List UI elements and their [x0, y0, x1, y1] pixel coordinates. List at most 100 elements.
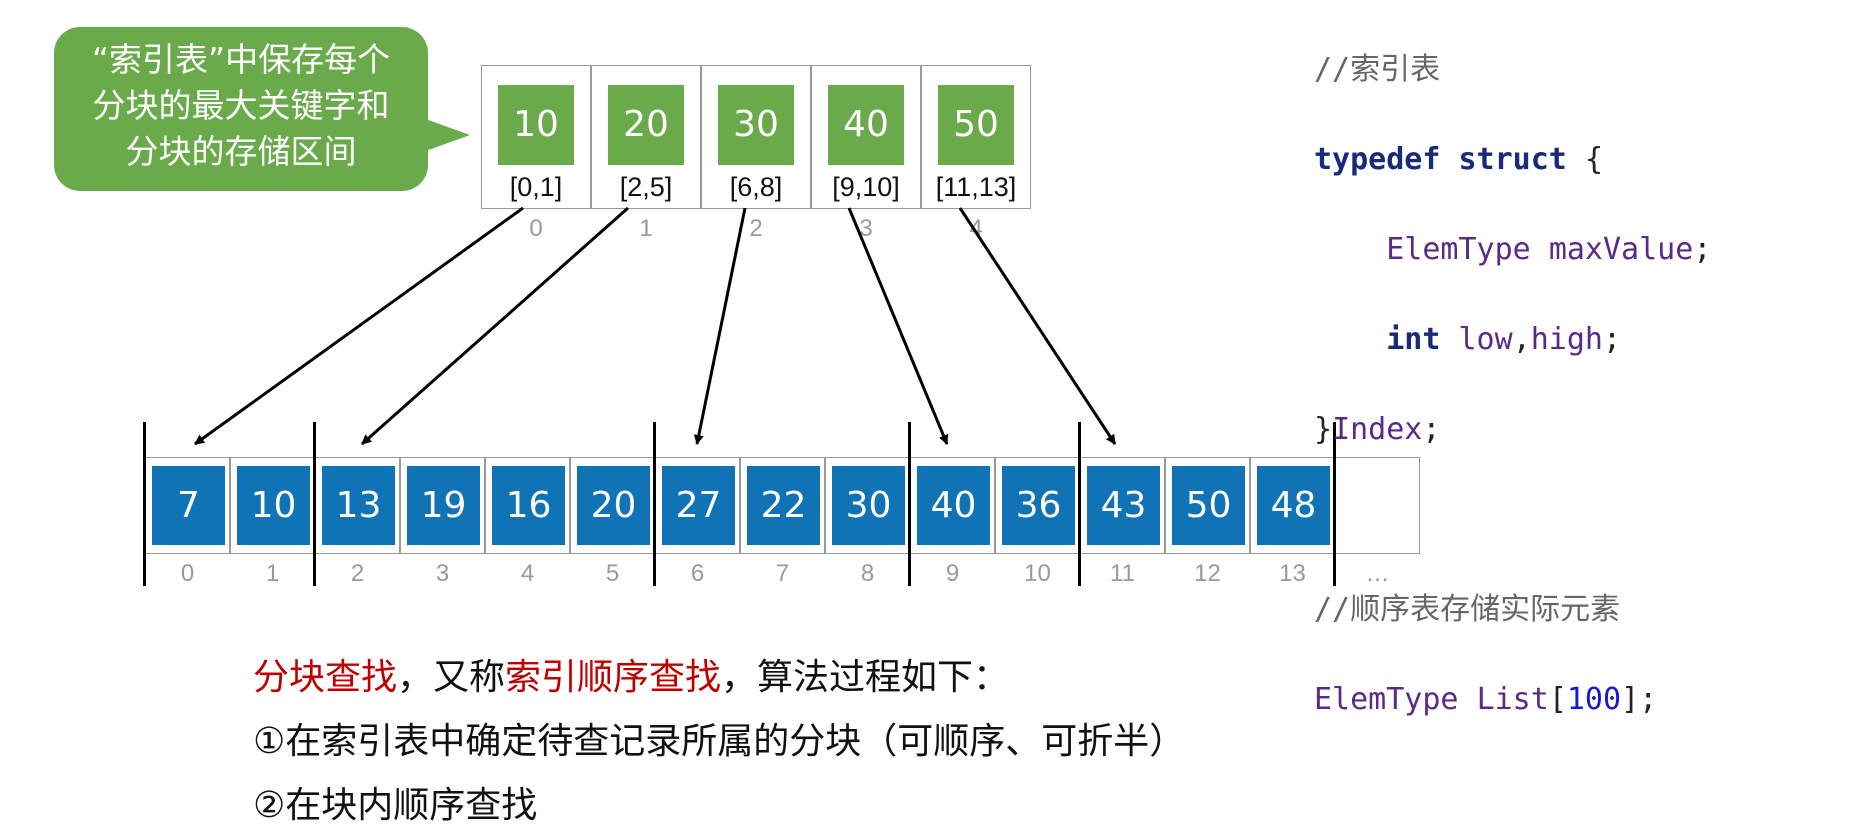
list-cell: 22 — [740, 457, 825, 554]
list-position: 5 — [605, 560, 620, 587]
code-type: ElemType — [1314, 682, 1459, 717]
list-position: 0 — [180, 560, 195, 587]
code-type: ElemType — [1386, 232, 1531, 267]
list-cell: 27 — [655, 457, 740, 554]
index-position: 3 — [859, 215, 873, 242]
arrow-block-1 — [361, 206, 629, 446]
index-max-key: 10 — [498, 85, 574, 165]
code-variable: List — [1476, 682, 1549, 717]
index-cell: 40 [9,10] — [811, 65, 921, 209]
code-type: Index — [1332, 412, 1423, 447]
index-range: [0,1] — [509, 172, 563, 202]
list-cell: 36 — [995, 457, 1080, 554]
desc-step-2: ②在块内顺序查找 — [253, 785, 538, 826]
block-divider — [313, 422, 316, 586]
code-field: low — [1458, 322, 1513, 357]
list-position: 9 — [945, 560, 960, 587]
code-punct: ; — [1422, 412, 1441, 447]
index-cell: 50 [11,13] — [921, 65, 1031, 209]
term-index-sequential-search: 索引顺序查找 — [505, 657, 722, 698]
list-position: 10 — [1024, 560, 1051, 587]
list-element: 16 — [492, 466, 565, 545]
code-field: high — [1530, 322, 1603, 357]
index-cell: 10 [0,1] — [481, 65, 591, 209]
list-position: 4 — [520, 560, 535, 587]
code-field: maxValue — [1548, 232, 1694, 267]
desc-text: ，算法过程如下： — [721, 657, 1010, 698]
list-cell: 43 — [1080, 457, 1165, 554]
code-keyword: typedef — [1314, 142, 1441, 177]
list-position: 7 — [775, 560, 790, 587]
list-element: 10 — [237, 466, 310, 545]
list-element: 27 — [662, 466, 735, 545]
code-punct: ]; — [1621, 682, 1658, 717]
list-cell: 20 — [570, 457, 655, 554]
index-range: [2,5] — [619, 172, 673, 202]
list-cell: 50 — [1165, 457, 1250, 554]
index-range: [6,8] — [729, 172, 783, 202]
list-position: 1 — [265, 560, 280, 587]
callout-line-2: 分块的最大关键字和 — [92, 86, 390, 125]
index-cell: 30 [6,8] — [701, 65, 811, 209]
list-element: 13 — [322, 466, 395, 545]
list-element: 30 — [832, 466, 905, 545]
list-element: 7 — [152, 466, 225, 545]
list-position: 12 — [1194, 560, 1221, 587]
algorithm-description: 分块查找，又称索引顺序查找，算法过程如下： ①在索引表中确定待查记录所属的分块（… — [253, 646, 1185, 838]
index-cell: 20 [2,5] — [591, 65, 701, 209]
list-position: 6 — [690, 560, 705, 587]
list-element: 48 — [1257, 466, 1330, 545]
bubble-tail — [420, 117, 470, 153]
block-divider — [653, 422, 656, 586]
code-snippet: //索引表 typedef struct { ElemType maxValue… — [1314, 2, 1711, 767]
code-comment: //顺序表存储实际元素 — [1314, 592, 1621, 627]
list-position: 3 — [435, 560, 450, 587]
list-element: 50 — [1172, 466, 1245, 545]
index-table-callout: “索引表”中保存每个 分块的最大关键字和 分块的存储区间 — [54, 27, 428, 191]
callout-line-3: 分块的存储区间 — [125, 132, 357, 171]
index-position: 2 — [749, 215, 763, 242]
index-position: 0 — [529, 215, 543, 242]
block-divider — [1078, 422, 1081, 586]
list-position-ellipsis: … — [1365, 560, 1390, 587]
list-element: 22 — [747, 466, 820, 545]
list-cell: 30 — [825, 457, 910, 554]
arrow-block-2 — [693, 207, 747, 445]
code-number: 100 — [1566, 682, 1622, 717]
index-position: 1 — [639, 215, 653, 242]
code-punct: [ — [1548, 682, 1567, 717]
code-punct: } — [1314, 412, 1333, 447]
term-block-search: 分块查找 — [253, 657, 398, 698]
list-cell: 13 — [315, 457, 400, 554]
arrow-block-3 — [847, 207, 949, 445]
list-cell: 16 — [485, 457, 570, 554]
list-element: 19 — [407, 466, 480, 545]
list-cell: 19 — [400, 457, 485, 554]
block-divider — [908, 422, 911, 586]
list-position: 11 — [1110, 560, 1135, 587]
code-punct: ; — [1603, 322, 1622, 357]
list-element: 20 — [577, 466, 650, 545]
list-position: 8 — [860, 560, 875, 587]
index-max-key: 50 — [938, 85, 1014, 165]
list-cell: 7 — [145, 457, 230, 554]
index-max-key: 40 — [828, 85, 904, 165]
index-max-key: 30 — [718, 85, 794, 165]
index-max-key: 20 — [608, 85, 684, 165]
desc-line-1: 分块查找，又称索引顺序查找，算法过程如下： — [253, 646, 1185, 710]
desc-step-1: ①在索引表中确定待查记录所属的分块（可顺序、可折半） — [253, 721, 1186, 762]
index-range: [9,10] — [832, 172, 900, 202]
list-position: 13 — [1279, 560, 1306, 587]
code-keyword: struct — [1458, 142, 1567, 177]
desc-text: ，又称 — [397, 657, 506, 698]
code-keyword: int — [1386, 322, 1441, 357]
code-punct: { — [1584, 142, 1603, 177]
list-element: 36 — [1002, 466, 1075, 545]
code-punct: , — [1512, 322, 1531, 357]
block-divider — [143, 422, 146, 586]
index-range: [11,13] — [935, 172, 1017, 202]
list-cell: 48 — [1250, 457, 1335, 554]
list-element: 40 — [917, 466, 990, 545]
arrow-block-4 — [958, 207, 1117, 445]
code-comment: //索引表 — [1314, 52, 1441, 87]
